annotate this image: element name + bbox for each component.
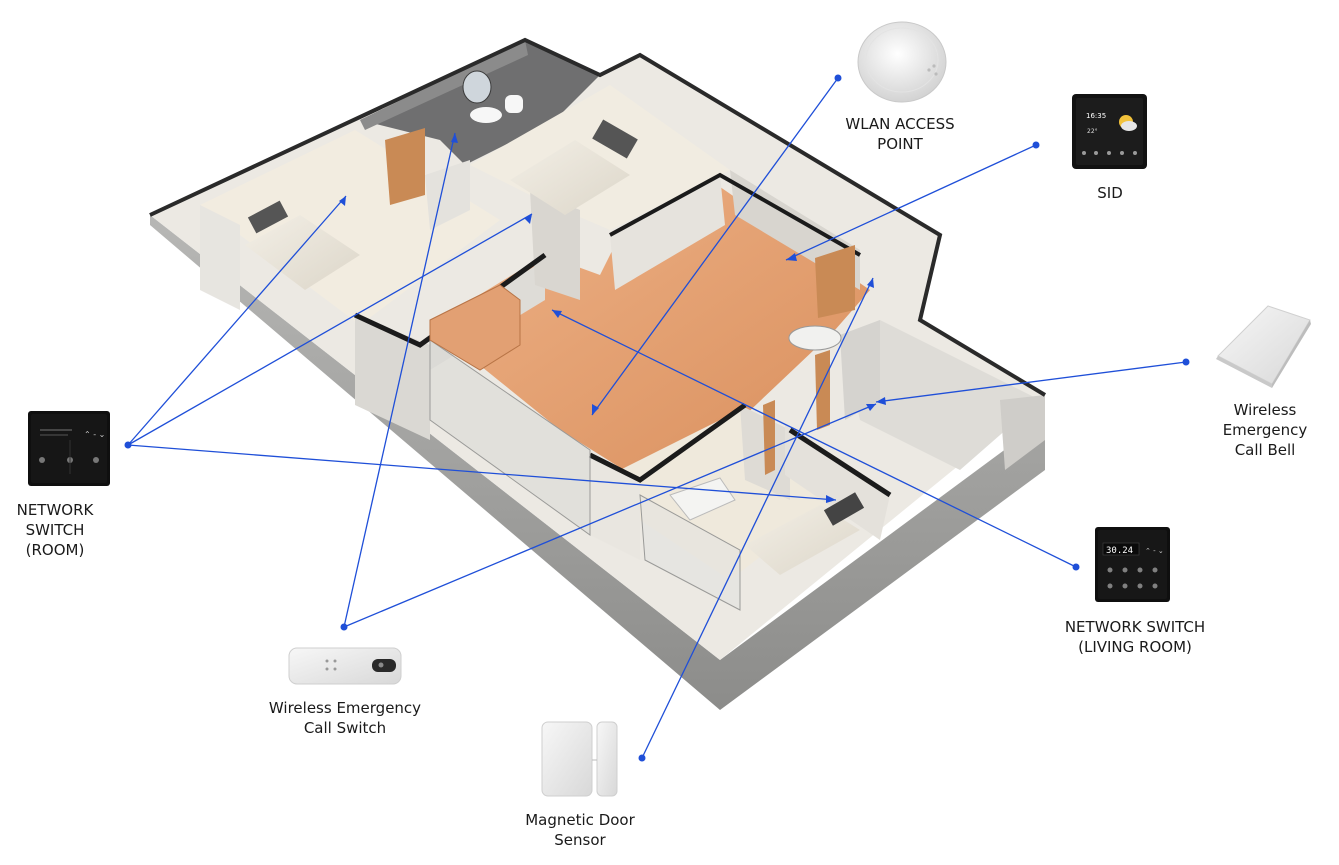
round-table [788, 325, 842, 351]
wall-cap [609, 172, 861, 257]
sid-screen-time: 16:35 [1086, 112, 1106, 120]
wall-segment [425, 160, 470, 230]
bathroom-wall [360, 40, 528, 130]
apartment-floorplan [149, 37, 1047, 710]
sofa [429, 284, 521, 371]
arrowhead [867, 278, 874, 288]
arrowhead [826, 495, 836, 503]
connector-line [785, 144, 1037, 261]
endpoint-dot [124, 441, 132, 449]
wall-segment [840, 320, 880, 420]
sink [470, 107, 502, 123]
network-switch-room-icon: ⌃ - ⌄ [28, 411, 110, 486]
connector-line [343, 132, 456, 628]
glass-partition [429, 339, 591, 536]
network-switch-living-label: NETWORK SWITCH (LIVING ROOM) [1064, 618, 1206, 656]
connector-line [127, 444, 837, 501]
service-rooms-floor [840, 320, 1040, 470]
headboard [247, 200, 289, 234]
svg-text:⌃ - ⌄: ⌃ - ⌄ [1145, 547, 1164, 555]
connector-line [591, 77, 839, 416]
door [763, 400, 775, 475]
connector-line [343, 403, 877, 628]
sid-panel-icon: 16:35 22° [1072, 94, 1147, 169]
endpoint-dot [1032, 141, 1040, 149]
mirror [462, 70, 492, 104]
sid-screen-temp: 22° [1087, 128, 1098, 135]
arrowhead [592, 404, 599, 415]
endpoint-dot [1182, 358, 1190, 366]
door [815, 245, 855, 318]
connector-lines [127, 77, 1187, 759]
network-switch-living-icon: 30.24 ⌃ - ⌄ [1095, 527, 1170, 602]
outer-wall-front [150, 215, 1045, 710]
emergency-call-switch-label: Wireless Emergency Call Switch [268, 699, 422, 737]
wall-segment [530, 190, 580, 300]
glass-partition [639, 494, 741, 611]
emergency-call-bell-icon [1216, 305, 1311, 388]
magnetic-door-sensor-label: Magnetic Door Sensor [525, 811, 635, 849]
arrowhead [866, 404, 876, 411]
arrowhead [786, 253, 797, 261]
endpoint-dot [340, 623, 348, 631]
emergency-call-switch-icon [288, 647, 402, 685]
headboard [823, 492, 865, 526]
wall-segment [200, 205, 240, 310]
endpoint-dot [1072, 563, 1080, 571]
svg-text:⌃ - ⌄: ⌃ - ⌄ [84, 430, 105, 439]
wall-cap [588, 402, 747, 483]
endpoint-dot [638, 754, 646, 762]
connector-endpoints [124, 74, 1190, 762]
wlan-access-point-label: WLAN ACCESS POINT [845, 115, 955, 153]
headboard [592, 119, 638, 159]
connector-line [127, 213, 533, 446]
wall-segment [610, 175, 725, 290]
magnetic-door-sensor-icon [541, 721, 618, 797]
connector-line [127, 195, 347, 446]
door [385, 128, 425, 205]
connector-line [641, 277, 874, 759]
bed [510, 140, 630, 215]
endpoint-dot [834, 74, 842, 82]
living-switch-readout: 30.24 [1106, 546, 1133, 556]
connector-arrowheads [339, 133, 886, 503]
network-switch-room-label: NETWORK SWITCH (ROOM) [16, 501, 94, 559]
door [815, 350, 830, 430]
wall-segment [355, 315, 430, 440]
living-room-floor [430, 180, 870, 480]
wall-segment [785, 425, 890, 540]
wall-segment [1000, 395, 1045, 470]
wall-cap [149, 37, 1047, 397]
arrowhead [339, 196, 346, 206]
wall-cap [788, 427, 892, 498]
wall-cap [353, 252, 547, 348]
connector-line [551, 309, 1077, 568]
arrowhead [876, 397, 886, 405]
wlan-access-point-icon [857, 21, 947, 103]
desk [669, 477, 736, 521]
arrowhead [524, 214, 532, 224]
arrowhead [451, 133, 458, 143]
connector-line [875, 361, 1187, 403]
sid-label: SID [1097, 184, 1123, 202]
toilet [505, 95, 523, 113]
bed [245, 215, 360, 290]
emergency-call-bell-label: Wireless Emergency Call Bell [1222, 401, 1308, 459]
arrowhead [552, 310, 562, 318]
